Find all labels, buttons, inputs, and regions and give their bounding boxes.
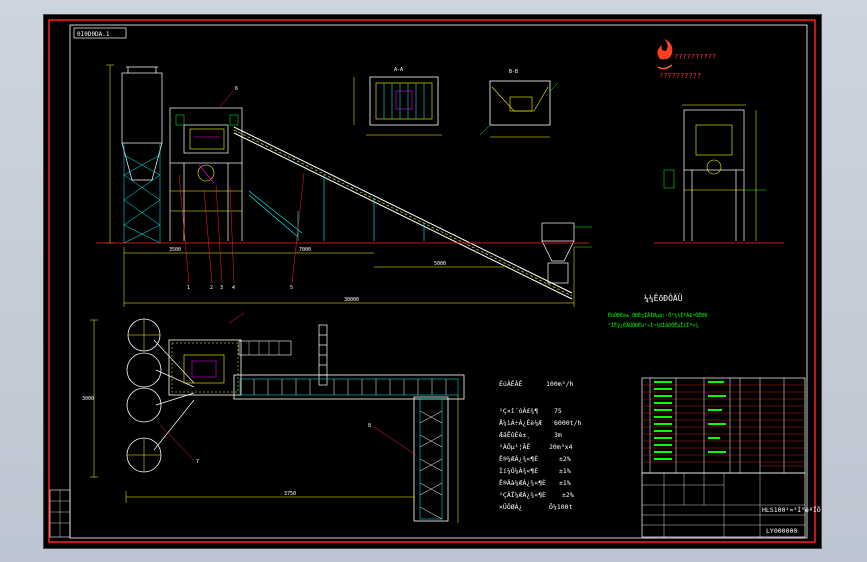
company-name-2: ?????????? bbox=[659, 72, 701, 80]
spec-label-5: Ë®¼ÆÁ¿¾«¶È bbox=[499, 454, 538, 463]
part-label-8: 8 bbox=[368, 423, 371, 429]
code-box-text: 0I0D0DA.1 bbox=[77, 31, 110, 38]
end-elevation bbox=[654, 104, 784, 244]
drawing-canvas[interactable]: 0I0D0DA.1 bbox=[43, 14, 825, 549]
company-logo: ?????????? ············ ?????????? bbox=[657, 39, 716, 80]
spec-label-6: Ìí¼Ó¼Á¾«¶È bbox=[499, 466, 538, 475]
spec-value-9: Ô¼100t bbox=[549, 502, 573, 511]
spec-value-5: ±2% bbox=[559, 455, 571, 463]
part-label-7: 7 bbox=[196, 459, 199, 465]
inner-border bbox=[69, 24, 808, 539]
tech-note-2: ²ÎÊý¿ÉÄÜÓÐËù²»Í¬¾ßÌåÒÔÊµÎïÎª×¼ bbox=[608, 321, 698, 329]
spec-value-7: ±1% bbox=[559, 479, 571, 487]
tech-notes: ¼¼ÊõÐÔÄÜ ËùÓÐÉè±¸ÓÐÈçÏÂÌØµã:·Ö²¼½ÏºÃ£¬ÔË… bbox=[608, 292, 707, 329]
spec-label-4: ¹ÀÖµ¹¦ÂÊ bbox=[499, 442, 530, 451]
spec-value-1: 75 bbox=[554, 407, 562, 415]
spec-label-7: Ë®Äà¼ÆÁ¿¾«¶È bbox=[499, 478, 546, 487]
horizontal-conveyor bbox=[233, 374, 465, 400]
spec-value-0: 100m³/h bbox=[546, 380, 573, 388]
spec-list: ÉúÂÊÂÊ 100m³/h ¹Ç×î´óÁ£¾¶ 75 Å¼ìÁ÷Á¿Éè¼Æ… bbox=[499, 379, 581, 511]
code-box bbox=[73, 27, 127, 39]
spec-value-3: 3m bbox=[554, 431, 562, 439]
detail-view-a: A-A bbox=[353, 67, 442, 136]
dim-right: 5000 bbox=[434, 261, 446, 267]
inclined-conveyor bbox=[233, 126, 573, 300]
dim-total: 30000 bbox=[344, 297, 359, 303]
part-label-1: 1 bbox=[187, 285, 190, 291]
part-label-5: 5 bbox=[290, 285, 293, 291]
outer-frame bbox=[48, 19, 816, 543]
left-stamp-box bbox=[49, 489, 71, 538]
part-label-2: 2 bbox=[210, 285, 213, 291]
svg-text:B-B: B-B bbox=[509, 69, 518, 75]
spec-value-8: ±2% bbox=[562, 491, 574, 499]
detail-view-b: B-B bbox=[479, 69, 559, 138]
drawing-svg: 0I0D0DA.1 bbox=[48, 19, 825, 543]
dim-plan: 3750 bbox=[284, 491, 296, 497]
side-elevation: 3500 7000 5000 30000 1 2 3 4 5 6 bbox=[96, 64, 592, 307]
spec-label-2: Å¼ìÁ÷Á¿Éè¼Æ bbox=[499, 418, 542, 427]
dim-left: 3500 bbox=[169, 247, 181, 253]
spec-value-2: 6000t/h bbox=[554, 419, 581, 427]
spec-value-4: 20m³x4 bbox=[549, 443, 573, 451]
parts-table bbox=[641, 377, 806, 474]
vertical-conveyor bbox=[413, 395, 459, 523]
spec-label-1: ¹Ç×î´óÁ£¾¶ bbox=[499, 406, 538, 415]
plan-view: 3000 3750 7 8 bbox=[82, 312, 465, 523]
spec-label-0: ÉúÂÊÂÊ bbox=[499, 379, 523, 388]
spec-label-9: ×ÜÖØÁ¿ bbox=[499, 502, 523, 511]
tech-note-1: ËùÓÐÉè±¸ÓÐÈçÏÂÌØµã:·Ö²¼½ÏºÃ£¬ÔËÐÐ bbox=[608, 311, 707, 319]
title-block: HLS100¹¤³Ì°èºÏÕ¾ LY000000 bbox=[641, 472, 825, 538]
part-label-3: 3 bbox=[220, 285, 223, 291]
part-label-4: 4 bbox=[232, 285, 235, 291]
company-name: ?????????? bbox=[674, 53, 716, 61]
spec-value-6: ±1% bbox=[559, 467, 571, 475]
svg-text:············: ············ bbox=[674, 61, 696, 65]
tech-title: ¼¼ÊõÐÔÄÜ bbox=[644, 292, 683, 303]
svg-text:A-A: A-A bbox=[394, 67, 403, 73]
spec-label-3: ÆäËûÉè±¸ bbox=[499, 430, 530, 439]
dim-mid: 7000 bbox=[299, 247, 311, 253]
drawing-number: LY000000 bbox=[766, 527, 797, 535]
drawing-name: HLS100¹¤³Ì°èºÏÕ¾ bbox=[762, 505, 821, 514]
spec-label-8: ¹ÇÁÏ¼ÆÁ¿¾«¶È bbox=[499, 490, 546, 499]
part-label-6: 6 bbox=[235, 86, 238, 92]
dim-silo: 3000 bbox=[82, 396, 94, 402]
